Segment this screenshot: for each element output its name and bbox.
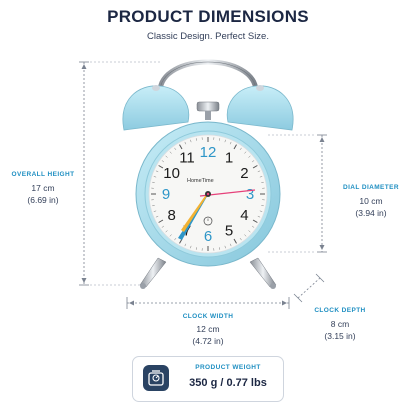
dial-tick [233,238,237,244]
dial-number: 4 [240,207,248,224]
dial-tick [219,138,221,141]
clock-depth-metric: 8 cm [330,319,350,329]
clock-width-imperial: (4.72 in) [192,336,224,346]
dial-tick [195,138,197,141]
dial-tick [259,210,263,212]
dial-tick [251,225,255,228]
product-weight-label: PRODUCT WEIGHT [195,364,261,371]
clock-depth-imperial: (3.15 in) [324,331,356,341]
dial-tick [229,141,232,145]
dial-number: 1 [225,150,233,167]
dial-diameter-label: DIAL DIAMETER [343,184,399,191]
dial-diameter-imperial: (3.94 in) [355,208,387,218]
dial-tick [224,139,226,143]
dial-number: 9 [162,186,170,203]
clock-hands [178,189,256,240]
dial-tick [184,243,187,247]
overall-height-imperial: (6.69 in) [27,195,59,205]
dial-tick [161,160,165,163]
dial-tick [152,181,155,183]
dial-tick [257,215,261,218]
clock-width-metric: 12 cm [196,324,220,334]
dial-tick [169,234,172,237]
dial-tick [224,245,226,249]
dial-tick [184,141,187,145]
dial-tick [158,219,164,223]
product-weight-card: PRODUCT WEIGHT 350 g / 0.77 lbs [132,356,284,402]
dial-tick [190,245,192,249]
dial-tick [244,234,247,237]
dial-tick [219,247,221,250]
alarm-indicator-icon [203,216,213,226]
dial-number: 3 [246,186,254,203]
dial-tick [174,237,177,241]
dial-tick [155,170,159,173]
dial-tick [233,144,237,150]
dial-tick [152,205,155,207]
dial-tick [179,144,183,150]
dial-number: 11 [179,150,195,167]
alarm-hammer [196,101,220,112]
dial-tick [165,230,168,233]
dial-tick [252,219,258,223]
clock-width-label: CLOCK WIDTH [182,313,234,320]
dial-tick [153,210,157,212]
dial-number: 10 [163,165,180,182]
dial-tick [244,151,247,154]
dial-tick [190,139,192,143]
overall-height-label: OVERALL HEIGHT [11,171,75,178]
dial-diameter-arrows [319,137,325,250]
overall-height-line [79,61,160,286]
brand-text: HomeTime [187,178,214,184]
clock-width-line [126,297,290,309]
left-bell [122,85,190,131]
overall-height-metric: 17 cm [31,183,55,193]
dial-diameter-metric: 10 cm [359,196,383,206]
dial-tick [195,247,197,250]
dial-number: 6 [204,228,212,245]
dial-tick [155,215,159,218]
dial-tick [229,243,232,247]
dial-tick [239,147,242,151]
dial-tick [174,147,177,151]
dial-tick [248,230,251,233]
dial-tick [165,155,168,158]
product-weight-value: 350 g / 0.77 lbs [189,377,267,389]
dial-ticks [151,137,265,251]
clock-depth-label: CLOCK DEPTH [314,307,366,314]
dial-diameter-line [268,134,327,253]
clock-depth-line [293,273,325,303]
page-subtitle: Classic Design. Perfect Size. [147,31,269,42]
page-title: PRODUCT DIMENSIONS [107,7,309,26]
dial-number: 8 [167,207,175,224]
dial-number: 2 [240,165,248,182]
dial-tick [251,160,255,163]
dial-number: 5 [225,222,233,239]
dial-tick [259,176,263,178]
dial-tick [153,176,157,178]
right-bell [226,85,294,131]
dial-number: 12 [200,144,217,161]
dial-tick [252,165,258,169]
clock-legs [139,257,277,289]
minute-hand-yellow [181,193,209,232]
dial-tick [257,170,261,173]
dial-tick [261,205,264,207]
dial-numbers: 121234567891011 [162,144,254,245]
scale-icon [143,365,169,391]
dial-tick [248,155,251,158]
dial-tick [261,181,264,183]
clock-handle [157,59,259,95]
dial-tick [158,165,164,169]
dial-tick [161,225,165,228]
dial-tick [239,237,242,241]
dial-tick [169,151,172,154]
